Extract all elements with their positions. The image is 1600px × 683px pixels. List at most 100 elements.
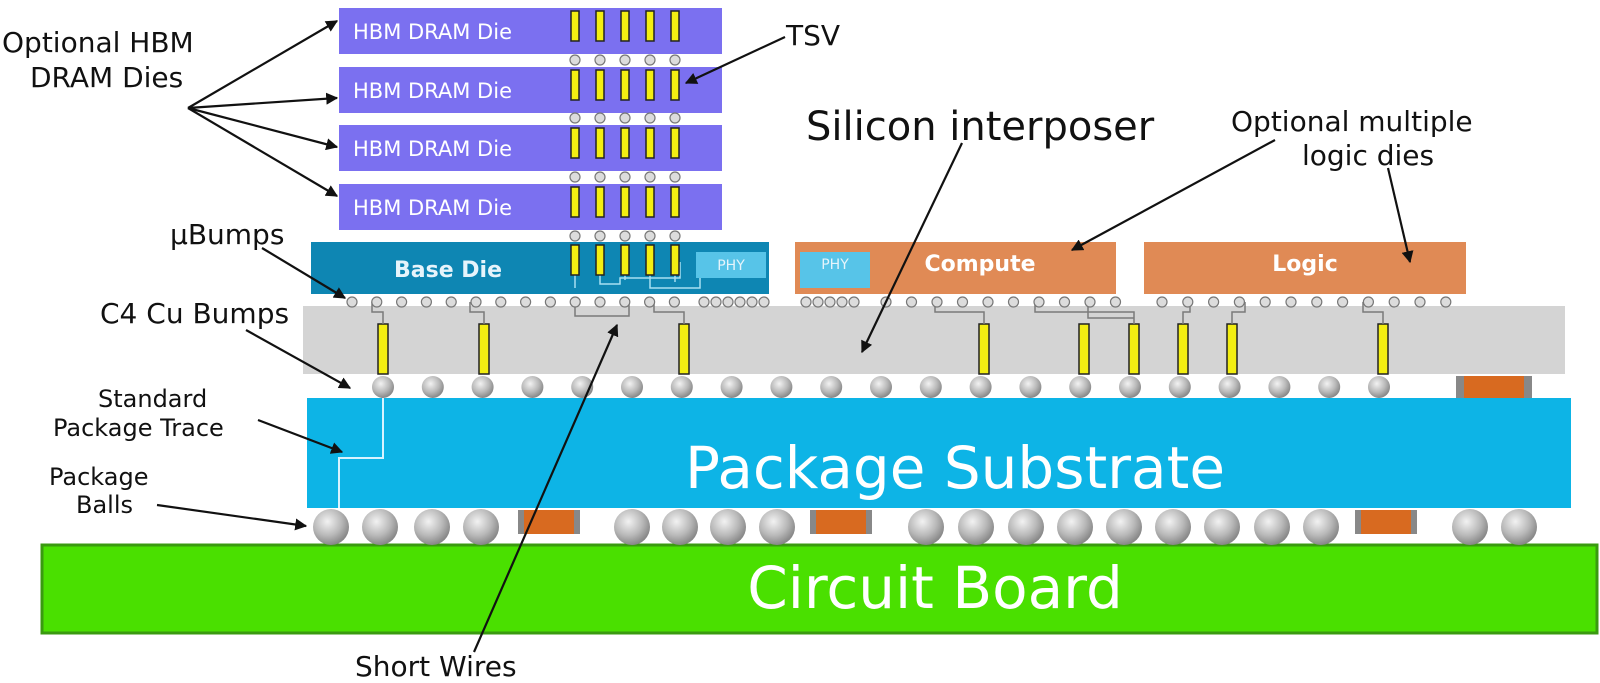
hbm-stack: HBM DRAM Die HBM DRAM Die HBM DRAM Die H… <box>339 8 722 230</box>
tsv-icon <box>978 323 990 375</box>
bump-icon <box>824 296 836 308</box>
hbm-die-label: HBM DRAM Die <box>353 20 512 44</box>
tsv-icon <box>595 10 605 42</box>
bump-icon <box>594 230 606 242</box>
bump-icon <box>1019 376 1042 398</box>
solder-ball-icon <box>759 509 795 545</box>
solder-ball-icon <box>463 509 499 545</box>
base-die-phy-label: PHY <box>717 258 745 274</box>
tsv-icon <box>1377 323 1389 375</box>
bump-icon <box>544 296 557 308</box>
bump-icon <box>669 112 681 124</box>
label-package-trace: Package Trace <box>53 414 224 442</box>
tsv-icon <box>377 323 389 375</box>
base-die-phy <box>696 252 766 278</box>
bump-icon <box>1440 296 1452 308</box>
tsv-icon <box>569 10 681 276</box>
solder-ball-icon <box>614 509 650 545</box>
label-package-trace: Standard <box>98 385 207 413</box>
bump-icon <box>1084 296 1096 308</box>
solder-ball-icon <box>1204 509 1240 545</box>
bump-icon <box>734 296 746 308</box>
bump-icon <box>619 296 631 308</box>
bump-icon <box>619 54 631 66</box>
solder-ball-icon <box>908 509 944 545</box>
tsv-icon <box>570 127 580 159</box>
compute-die-phy <box>800 252 870 288</box>
bump-icon <box>569 112 581 124</box>
bump-icon <box>720 376 743 398</box>
bump-icon <box>1119 376 1141 398</box>
label-silicon-interposer: Silicon interposer <box>806 104 1155 150</box>
solder-ball-icon <box>958 509 994 545</box>
bump-icon <box>643 296 656 308</box>
tsv-icon <box>595 69 605 101</box>
bump-icon <box>758 296 770 308</box>
tsv-icon <box>595 127 605 159</box>
bump-icon <box>710 296 722 308</box>
bump-icon <box>1259 296 1271 308</box>
bump-icon <box>569 296 581 308</box>
bump-icon <box>836 296 848 308</box>
tsv-icon <box>595 186 605 218</box>
hbm-die-label: HBM DRAM Die <box>353 137 512 161</box>
bump-icon <box>445 296 457 308</box>
solder-ball-icon <box>362 509 398 545</box>
tsv-icon <box>620 186 630 218</box>
bump-icon <box>1218 376 1241 398</box>
hbm-die-4 <box>339 184 722 230</box>
bump-icon <box>1233 296 1246 308</box>
circuit-board <box>40 543 1599 635</box>
bump-icon <box>800 296 812 308</box>
bump-icon <box>621 376 643 398</box>
label-c4-bumps: C4 Cu Bumps <box>100 297 289 330</box>
tsv-icon <box>620 127 630 159</box>
arrow-icon <box>156 20 1414 653</box>
hbm-die-label: HBM DRAM Die <box>353 196 512 220</box>
base-die-label: Base Die <box>394 258 502 283</box>
ubumps-row <box>346 296 1452 308</box>
label-optional-logic: logic dies <box>1302 139 1434 172</box>
bump-icon <box>569 230 581 242</box>
label-package-balls: Balls <box>76 491 133 519</box>
bump-icon <box>1058 296 1071 308</box>
bump-icon <box>1318 376 1341 398</box>
tsv-icon <box>670 244 680 276</box>
bump-icon <box>820 376 843 398</box>
package-balls-row <box>313 509 1537 545</box>
bump-icon <box>521 376 544 398</box>
solder-ball-icon <box>710 509 746 545</box>
compute-die-label: Compute <box>924 252 1035 277</box>
tsv-icon <box>1177 323 1189 375</box>
tsv-icon <box>670 186 680 218</box>
bump-icon <box>644 230 656 242</box>
bump-icon <box>372 376 394 398</box>
tsv-icon <box>620 69 630 101</box>
tsv-icon <box>678 323 690 375</box>
label-optional-hbm: DRAM Dies <box>30 61 183 94</box>
package-substrate <box>307 398 1571 508</box>
bump-icon <box>919 376 942 398</box>
tsv-icon <box>570 10 580 42</box>
bump-icon <box>420 296 432 308</box>
hbm-die-2 <box>339 67 722 113</box>
bump-icon <box>1156 296 1168 308</box>
bump-icon <box>698 296 710 308</box>
solder-ball-icon <box>662 509 698 545</box>
solder-ball-icon <box>1452 509 1488 545</box>
solder-ball-icon <box>1057 509 1093 545</box>
compute-die-phy-label: PHY <box>821 257 849 273</box>
tsv-icon <box>1128 323 1140 375</box>
bump-icon <box>956 296 969 308</box>
tsv-icon <box>645 69 655 101</box>
bump-icon <box>669 54 681 66</box>
tsv-icon <box>478 323 490 375</box>
hbm-die-1 <box>339 8 722 54</box>
label-package-balls: Package <box>49 463 148 491</box>
bump-icon <box>1033 296 1045 308</box>
bump-icon <box>670 376 693 398</box>
bump-icon <box>969 376 992 398</box>
bump-icon <box>1285 296 1297 308</box>
solder-ball-icon <box>414 509 450 545</box>
